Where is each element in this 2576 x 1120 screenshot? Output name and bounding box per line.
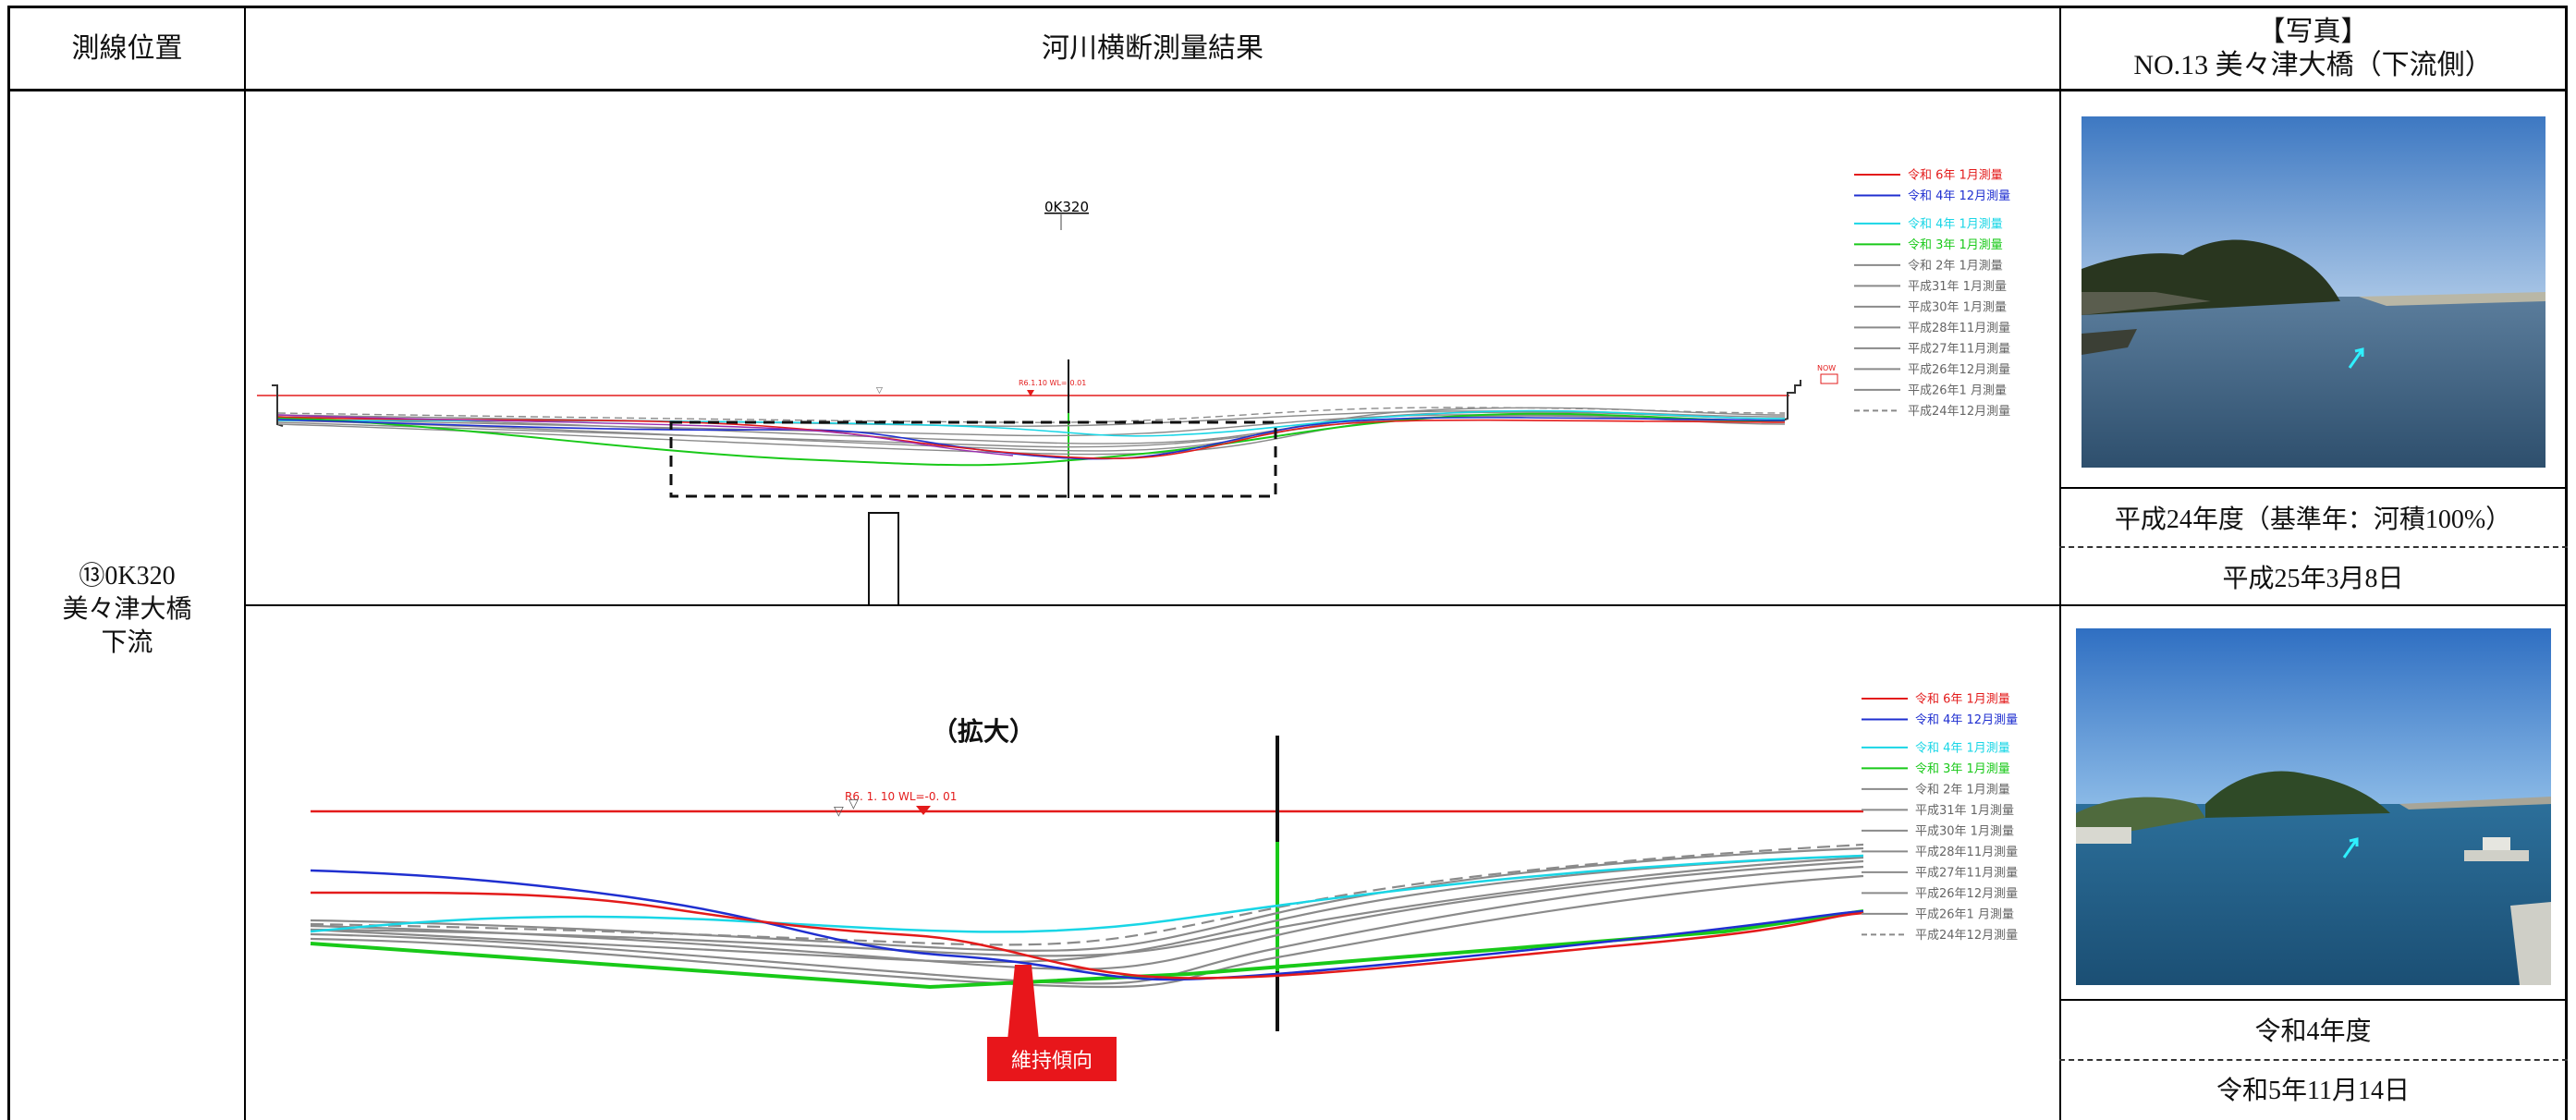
header-result: 河川横断測量結果 (1042, 32, 1264, 64)
header-photo-title: 【写真】 (2257, 16, 2369, 47)
trend-label-box (987, 1037, 1117, 1081)
wl-text-bottom: R6. 1. 10 WL=-0. 01 (845, 790, 957, 803)
legend-label: 令和 3年 1月測量 (1908, 238, 2003, 252)
svg-text:NOW: NOW (1817, 364, 1836, 372)
header-location: 測線位置 (71, 32, 183, 64)
survey-sheet: 測線位置 河川横断測量結果 【写真】 NO.13 美々津大橋（下流側） ⑬0K3… (7, 6, 2568, 1120)
cross-section-overview: 0K320 R6.1.10 WL=-0.01 ▽ NOW (257, 169, 2010, 604)
photo-top-year: 平成24年度（基準年：河積100%） (2114, 505, 2512, 534)
cross-section-zoomed: （拡大） R6. 1. 10 WL=-0. 01 ▽ ▽ 維持傾向 令和 6年 … (310, 693, 2018, 1081)
legend-label: 平成26年1 月測量 (1915, 907, 2014, 921)
legend-label: 令和 4年 12月測量 (1915, 713, 2018, 727)
legend-label: 平成31年 1月測量 (1908, 280, 2007, 294)
zoom-label: （拡大） (932, 716, 1035, 747)
svg-text:▽: ▽ (834, 804, 844, 819)
location-side: 下流 (101, 628, 153, 657)
wl-tag-top: R6.1.10 WL=-0.01 (1019, 379, 1086, 387)
legend-label: 令和 4年 1月測量 (1908, 217, 2003, 231)
legend-label: 平成28年11月測量 (1908, 322, 2010, 335)
trend-label: 維持傾向 (1011, 1050, 1093, 1073)
legend-label: 平成28年11月測量 (1915, 846, 2018, 859)
svg-text:▽: ▽ (876, 386, 883, 396)
photo-bottom-year: 令和4年度 (2254, 1017, 2372, 1046)
legend-label: 平成26年12月測量 (1915, 887, 2018, 901)
legend-label: 平成26年12月測量 (1908, 363, 2010, 377)
survey-location: ⑬0K320 美々津大橋 下流 (10, 560, 244, 660)
legend-label: 令和 2年 1月測量 (1915, 783, 2010, 797)
photo-top (2082, 116, 2545, 468)
header-photo: 【写真】 NO.13 美々津大橋（下流側） (2061, 8, 2565, 89)
station-label: 0K320 (1044, 199, 1089, 215)
legend-label: 令和 4年 12月測量 (1908, 189, 2010, 203)
header-photo-subtitle: NO.13 美々津大橋（下流側） (2133, 49, 2493, 80)
legend-label: 令和 4年 1月測量 (1915, 741, 2010, 755)
location-station: ⑬0K320 (79, 562, 176, 590)
legend-label: 令和 3年 1月測量 (1915, 762, 2010, 776)
legend-label: 平成26年1 月測量 (1908, 383, 2007, 397)
legend-label: 令和 6年 1月測量 (1915, 693, 2010, 707)
legend-label: 令和 2年 1月測量 (1908, 259, 2003, 273)
legend-label: 平成31年 1月測量 (1915, 804, 2014, 818)
legend-label: 平成27年11月測量 (1915, 866, 2018, 880)
legend-label: 平成30年 1月測量 (1915, 824, 2014, 838)
photo-bottom (2076, 628, 2551, 985)
photo-top-date: 平成25年3月8日 (2222, 565, 2404, 593)
svg-text:▽: ▽ (848, 797, 859, 811)
location-bridge: 美々津大橋 (62, 595, 192, 624)
legend-label: 令和 6年 1月測量 (1908, 169, 2003, 183)
legend-label: 平成24年12月測量 (1915, 929, 2018, 943)
photo-bottom-date: 令和5年11月14日 (2216, 1077, 2410, 1105)
legend-label: 平成24年12月測量 (1908, 405, 2010, 419)
legend-label: 平成27年11月測量 (1908, 342, 2010, 356)
legend-label: 平成30年 1月測量 (1908, 300, 2007, 314)
